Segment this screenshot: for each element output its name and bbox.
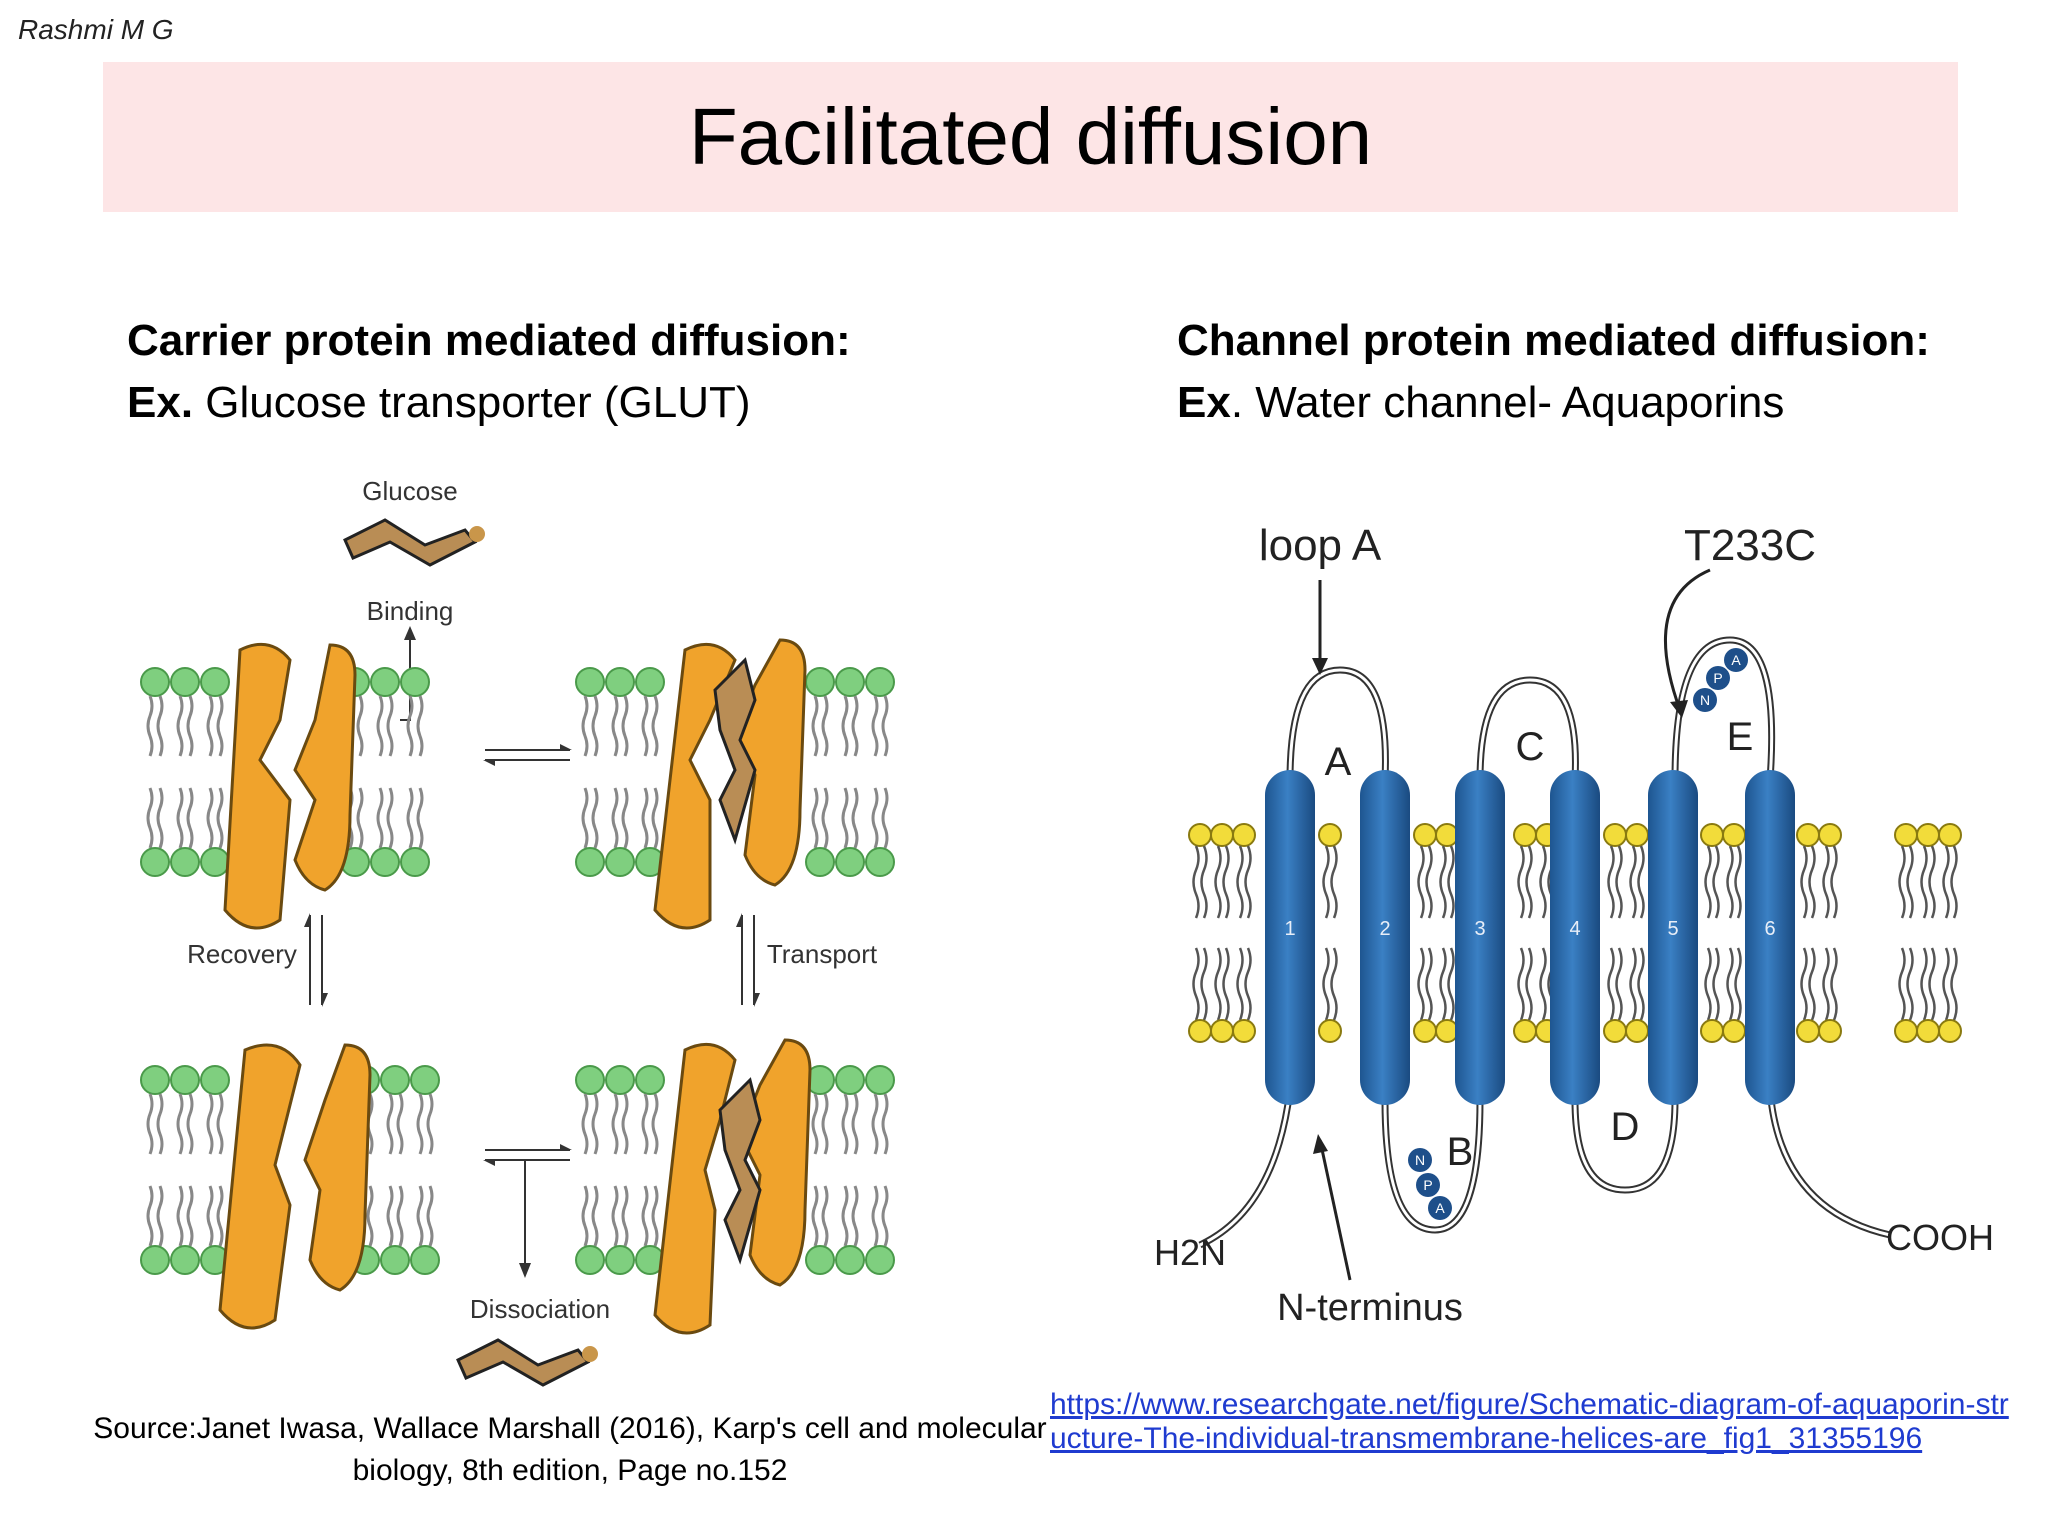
carrier-example: Ex. Glucose transporter (GLUT) [127,378,751,427]
carrier-cycle-diagram: Glucose Binding Recovery Transport [130,476,930,1387]
aquaporin-diagram: 1 2 3 4 5 6 A B C D E N P A N P A loop A… [1154,521,1994,1329]
helix-label-1: 1 [1284,918,1295,940]
label-t233c: T233C [1684,521,1816,570]
svg-text:P: P [1423,1177,1432,1193]
helix-4 [1550,770,1600,1105]
label-recovery: Recovery [187,939,297,969]
svg-text:N: N [1415,1152,1425,1168]
helix-label-4: 4 [1569,918,1580,940]
channel-text-block: Channel protein mediated diffusion: Ex. … [1177,310,1930,434]
carrier-state-inward [576,1038,894,1335]
label-h2n: H2N [1154,1232,1226,1273]
label-dissociation: Dissociation [470,1294,610,1324]
carrier-state-bound [576,638,894,930]
carrier-state-outward [141,642,429,930]
channel-example: Ex. Water channel- Aquaporins [1177,378,1785,427]
helix-3 [1455,770,1505,1105]
helix-1 [1265,770,1315,1105]
carrier-heading: Carrier protein mediated diffusion: [127,316,851,365]
npa-motif-top: N P A [1693,648,1748,712]
label-transport: Transport [767,939,878,969]
loop-label-c: C [1516,725,1545,769]
svg-text:N: N [1700,692,1710,708]
glucose-molecule-top [343,518,487,567]
svg-text:A: A [1435,1200,1445,1216]
helix-label-6: 6 [1764,918,1775,940]
label-glucose: Glucose [362,476,457,506]
label-n-terminus: N-terminus [1277,1287,1463,1329]
carrier-state-recovering [141,1043,439,1330]
source-citation: Source:Janet Iwasa, Wallace Marshall (20… [93,1412,1047,1487]
loop-label-a: A [1325,740,1352,784]
channel-heading: Channel protein mediated diffusion: [1177,316,1930,365]
label-cooh: COOH [1886,1217,1994,1258]
helix-6 [1745,770,1795,1105]
svg-text:A: A [1731,652,1741,668]
source-link[interactable]: https://www.researchgate.net/figure/Sche… [1050,1388,2009,1455]
npa-motif-bottom: N P A [1408,1148,1452,1220]
title-band: Facilitated diffusion [103,62,1958,212]
loop-label-d: D [1611,1105,1640,1149]
slide-title: Facilitated diffusion [688,92,1373,181]
glucose-molecule-bottom [456,1338,600,1387]
svg-text:P: P [1713,670,1722,686]
helix-2 [1360,770,1410,1105]
label-binding: Binding [367,596,454,626]
helix-5 [1648,770,1698,1105]
label-loop-a: loop A [1259,521,1382,570]
helix-label-3: 3 [1474,918,1485,940]
loop-label-b: B [1447,1130,1474,1174]
helix-label-2: 2 [1379,918,1390,940]
helix-label-5: 5 [1667,918,1678,940]
carrier-text-block: Carrier protein mediated diffusion: Ex. … [127,310,851,434]
author-name: Rashmi M G [18,14,174,45]
loop-label-e: E [1727,715,1754,759]
